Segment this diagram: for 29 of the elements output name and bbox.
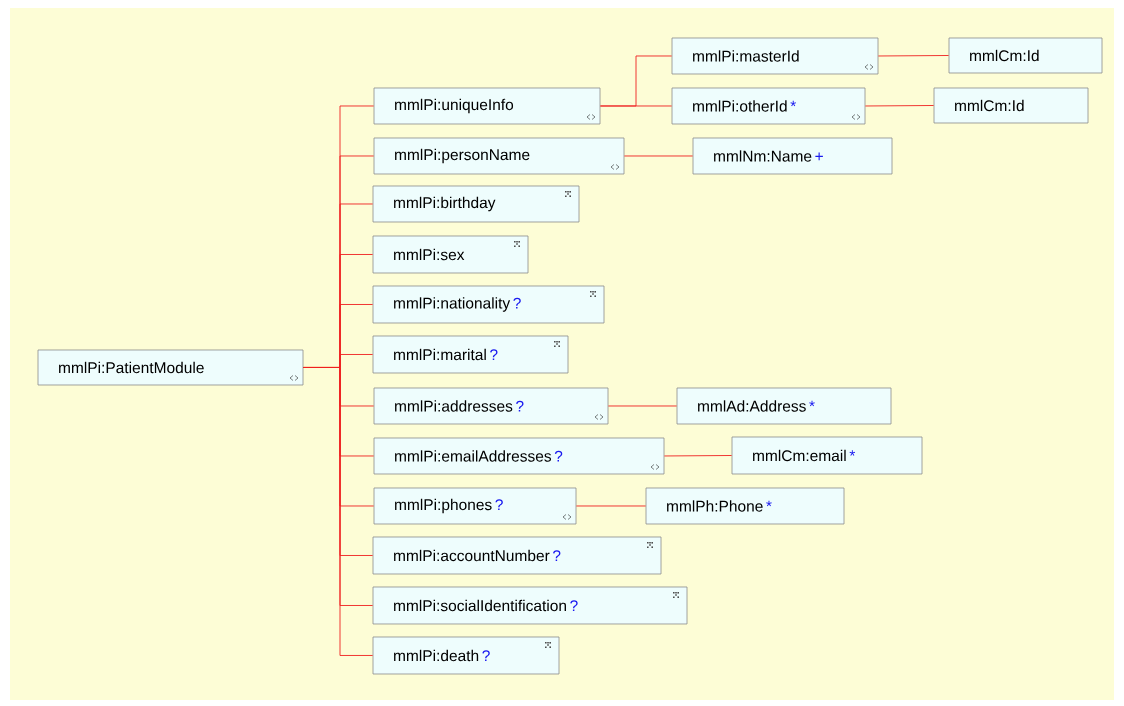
connector-line (663, 455, 733, 457)
connector-line (607, 405, 678, 407)
element-box: mmlPi:PatientModule (37, 349, 304, 386)
element-box: mmlAd:Address * (676, 387, 892, 425)
element-box: mmlPi:personName (373, 137, 625, 175)
element-box: mmlPi:emailAddresses ? (373, 437, 665, 475)
connector-line (623, 155, 694, 157)
connector-line (864, 105, 935, 107)
connector-line (599, 105, 673, 107)
element-box: mmlNm:Name + (692, 137, 893, 175)
connector-line (877, 55, 950, 57)
element-box: mmlPi:sex (372, 235, 529, 274)
element-box: mmlPi:phones ? (373, 487, 577, 525)
element-box: mmlCm:Id (933, 87, 1089, 124)
element-box: mmlPi:otherId * (671, 87, 866, 125)
element-box: mmlPi:accountNumber ? (372, 536, 662, 575)
connector-line (302, 367, 374, 656)
element-box: mmlCm:email * (731, 436, 923, 475)
connector-line (575, 505, 647, 507)
element-box: mmlPh:Phone * (645, 487, 845, 525)
element-box: mmlCm:Id (948, 37, 1103, 74)
element-box: mmlPi:marital ? (372, 335, 569, 374)
element-box: mmlPi:addresses ? (373, 387, 609, 425)
element-box: mmlPi:socialIdentification ? (372, 586, 688, 625)
element-box: mmlPi:death ? (372, 636, 560, 675)
element-box: mmlPi:uniqueInfo (373, 87, 601, 125)
element-box: mmlPi:masterId (671, 37, 879, 75)
element-box: mmlPi:nationality ? (372, 285, 605, 324)
element-box: mmlPi:birthday (372, 185, 580, 223)
